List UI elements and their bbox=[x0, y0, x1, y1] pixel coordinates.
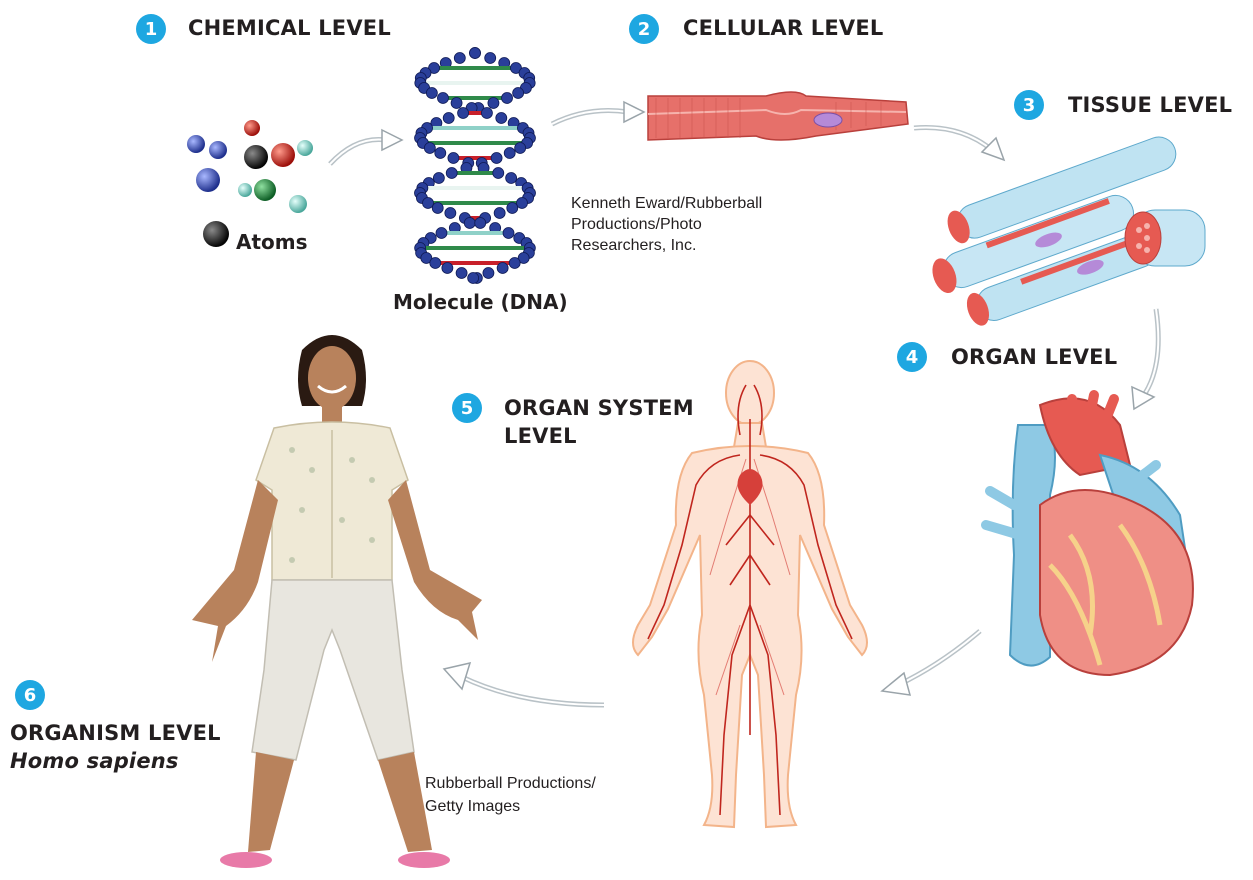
dna-backbone-atom bbox=[493, 168, 504, 179]
dna-molecule-illustration bbox=[390, 45, 560, 285]
atom-black-legend bbox=[203, 221, 229, 247]
level-2-badge: 2 bbox=[629, 14, 659, 44]
atom-teal bbox=[238, 183, 252, 197]
dna-backbone-atom bbox=[517, 198, 528, 209]
dna-backbone-atom bbox=[506, 173, 517, 184]
level-5-title-line2: LEVEL bbox=[504, 423, 577, 449]
atoms-illustration bbox=[180, 110, 320, 250]
molecule-label: Molecule (DNA) bbox=[393, 290, 568, 314]
dna-backbone-atom bbox=[454, 53, 465, 64]
atom-blue bbox=[196, 168, 220, 192]
atoms-label: Atoms bbox=[236, 230, 308, 254]
dna-backbone-atom bbox=[483, 268, 494, 279]
atom-red bbox=[244, 120, 260, 136]
dna-backbone-atom bbox=[436, 228, 447, 239]
muscle-tissue-illustration bbox=[925, 150, 1225, 300]
dna-backbone-atom bbox=[424, 143, 435, 154]
dna-backbone-atom bbox=[448, 153, 459, 164]
atom-red bbox=[271, 143, 295, 167]
dna-backbone-atom bbox=[494, 208, 505, 219]
girl-photo bbox=[182, 320, 502, 880]
dna-backbone-atom bbox=[481, 108, 492, 119]
dna-backbone-atom bbox=[445, 208, 456, 219]
dna-backbone-atom bbox=[488, 98, 499, 109]
level-2-title: CELLULAR LEVEL bbox=[683, 15, 883, 41]
muscle-cell-illustration bbox=[646, 88, 911, 148]
cell-nucleus bbox=[814, 113, 842, 127]
dna-backbone-atom bbox=[503, 228, 514, 239]
dna-backbone-atom bbox=[433, 173, 444, 184]
dna-backbone-atom bbox=[497, 263, 508, 274]
dna-backbone-atom bbox=[504, 148, 515, 159]
dna-photo-credit-line1: Kenneth Eward/Rubberball bbox=[571, 194, 762, 214]
level-3-title: TISSUE LEVEL bbox=[1068, 92, 1232, 118]
atom-teal bbox=[289, 195, 307, 213]
dna-backbone-atom bbox=[496, 113, 507, 124]
dna-backbone-atom bbox=[502, 93, 513, 104]
dna-backbone-atom bbox=[468, 273, 479, 284]
arrow-dna-to-cell bbox=[548, 98, 648, 138]
level-4-title: ORGAN LEVEL bbox=[951, 344, 1117, 370]
dna-backbone-atom bbox=[446, 168, 457, 179]
dna-backbone-atom bbox=[464, 218, 475, 229]
dna-backbone-atom bbox=[443, 113, 454, 124]
dna-backbone-atom bbox=[430, 258, 441, 269]
girl-photo-credit-line1: Rubberball Productions/ bbox=[425, 774, 596, 794]
dna-backbone-atom bbox=[435, 148, 446, 159]
dna-backbone-atom bbox=[470, 48, 481, 59]
level-6-subtitle: Homo sapiens bbox=[10, 748, 179, 774]
dna-backbone-atom bbox=[515, 143, 526, 154]
dna-photo-credit-line3: Researchers, Inc. bbox=[571, 236, 696, 256]
level-3-badge: 3 bbox=[1014, 90, 1044, 120]
dna-backbone-atom bbox=[442, 263, 453, 274]
circulatory-system-illustration bbox=[600, 355, 900, 845]
dna-backbone-atom bbox=[458, 108, 469, 119]
atom-blue bbox=[209, 141, 227, 159]
dna-backbone-atom bbox=[507, 203, 518, 214]
level-1-badge: 1 bbox=[136, 14, 166, 44]
dna-backbone-atom bbox=[426, 88, 437, 99]
dna-backbone-atom bbox=[451, 98, 462, 109]
level-6-badge: 6 bbox=[15, 680, 45, 710]
girl-photo-credit-line2: Getty Images bbox=[425, 797, 520, 817]
dna-backbone-atom bbox=[475, 218, 486, 229]
atom-blue bbox=[187, 135, 205, 153]
dna-backbone-atom bbox=[432, 203, 443, 214]
atom-black bbox=[244, 145, 268, 169]
dna-photo-credit-line2: Productions/Photo bbox=[571, 215, 702, 235]
heart-illustration bbox=[980, 395, 1220, 695]
atom-teal bbox=[297, 140, 313, 156]
dna-backbone-atom bbox=[485, 53, 496, 64]
dna-backbone-atom bbox=[513, 88, 524, 99]
dna-backbone-atom bbox=[456, 268, 467, 279]
level-4-badge: 4 bbox=[897, 342, 927, 372]
atom-green bbox=[254, 179, 276, 201]
level-1-title: CHEMICAL LEVEL bbox=[188, 15, 391, 41]
dna-backbone-atom bbox=[437, 93, 448, 104]
dna-backbone-atom bbox=[491, 153, 502, 164]
dna-backbone-atom bbox=[509, 258, 520, 269]
dna-backbone-atom bbox=[422, 198, 433, 209]
